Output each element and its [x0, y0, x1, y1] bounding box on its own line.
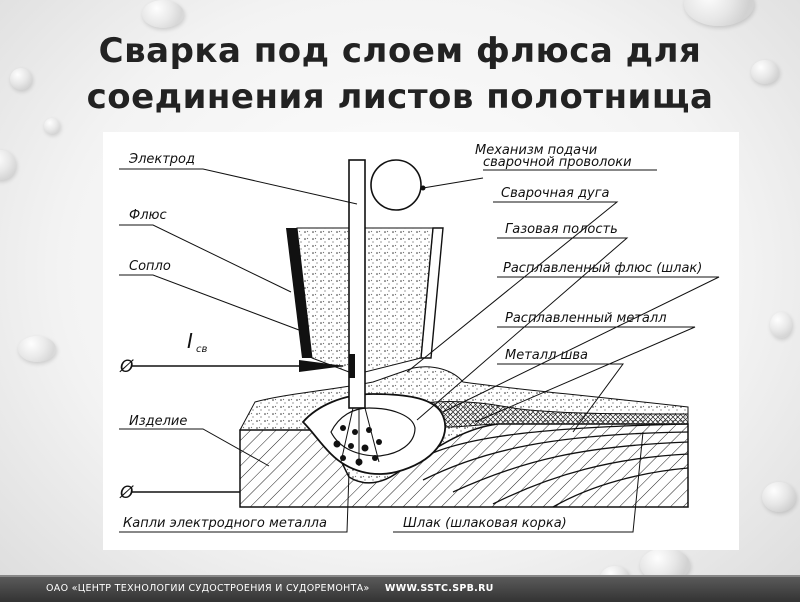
- label-slag: Шлак (шлаковая корка): [403, 516, 567, 531]
- label-feed-line2: сварочной проволоки: [483, 155, 632, 170]
- label-workpiece: Изделие: [129, 414, 187, 429]
- slide-title: Сварка под слоем флюса для соединения ли…: [0, 28, 800, 120]
- electrode-rod: [348, 159, 366, 409]
- title-line-1: Сварка под слоем флюса для: [98, 31, 702, 71]
- label-weld-metal: Металл шва: [505, 348, 588, 363]
- current-contact: [349, 354, 355, 378]
- label-molten-flux: Расплавленный флюс (шлак): [503, 261, 702, 276]
- arc-droplets: [333, 407, 382, 466]
- decor-drop: [10, 68, 32, 90]
- workpiece-shape: [239, 423, 689, 508]
- label-molten-metal: Расплавленный металл: [505, 311, 667, 326]
- decor-drop: [18, 336, 56, 362]
- label-current: I: [187, 329, 193, 353]
- decor-drop: [44, 118, 60, 134]
- decor-drop: [684, 0, 754, 26]
- slag-band: [401, 401, 689, 428]
- decor-drop: [0, 150, 16, 180]
- leader-lines: [119, 168, 720, 533]
- weld-metal-curves: [402, 423, 689, 508]
- label-nozzle: Сопло: [129, 259, 171, 274]
- nozzle-right-wall: [420, 227, 444, 359]
- current-arrowhead: [299, 360, 345, 372]
- footer-org: ОАО «ЦЕНТР ТЕХНОЛОГИИ СУДОСТРОЕНИЯ И СУД…: [46, 583, 370, 594]
- footer-bar: ОАО «ЦЕНТР ТЕХНОЛОГИИ СУДОСТРОЕНИЯ И СУД…: [0, 575, 800, 602]
- phi-symbol-top: Ø: [119, 357, 134, 377]
- label-droplets: Капли электродного металла: [123, 516, 327, 531]
- decor-drop: [770, 312, 792, 338]
- phi-symbol-bottom: Ø: [119, 483, 134, 503]
- decor-drop: [762, 482, 796, 512]
- footer-text: ОАО «ЦЕНТР ТЕХНОЛОГИИ СУДОСТРОЕНИЯ И СУД…: [46, 583, 494, 594]
- decor-drop: [142, 0, 184, 28]
- label-electrode: Электрод: [128, 152, 195, 167]
- footer-site-link[interactable]: WWW.SSTC.SPB.RU: [384, 583, 494, 594]
- nozzle-left-wall: [286, 228, 312, 358]
- title-line-2: соединения листов полотнища: [86, 77, 714, 117]
- label-arc: Сварочная дуга: [501, 186, 610, 201]
- decor-drop: [751, 60, 779, 84]
- flux-hopper-right: [364, 227, 434, 373]
- label-flux: Флюс: [129, 208, 167, 223]
- welding-diagram: Электрод Флюс Сопло Изделие Капли электр…: [119, 143, 720, 533]
- label-current-sub: св: [196, 344, 207, 355]
- label-feed-line1: Механизм подачи: [475, 143, 597, 158]
- feed-roller: [370, 159, 422, 211]
- diagram-panel: Электрод Флюс Сопло Изделие Капли электр…: [103, 132, 739, 550]
- label-gas-cavity: Газовая полость: [505, 222, 618, 237]
